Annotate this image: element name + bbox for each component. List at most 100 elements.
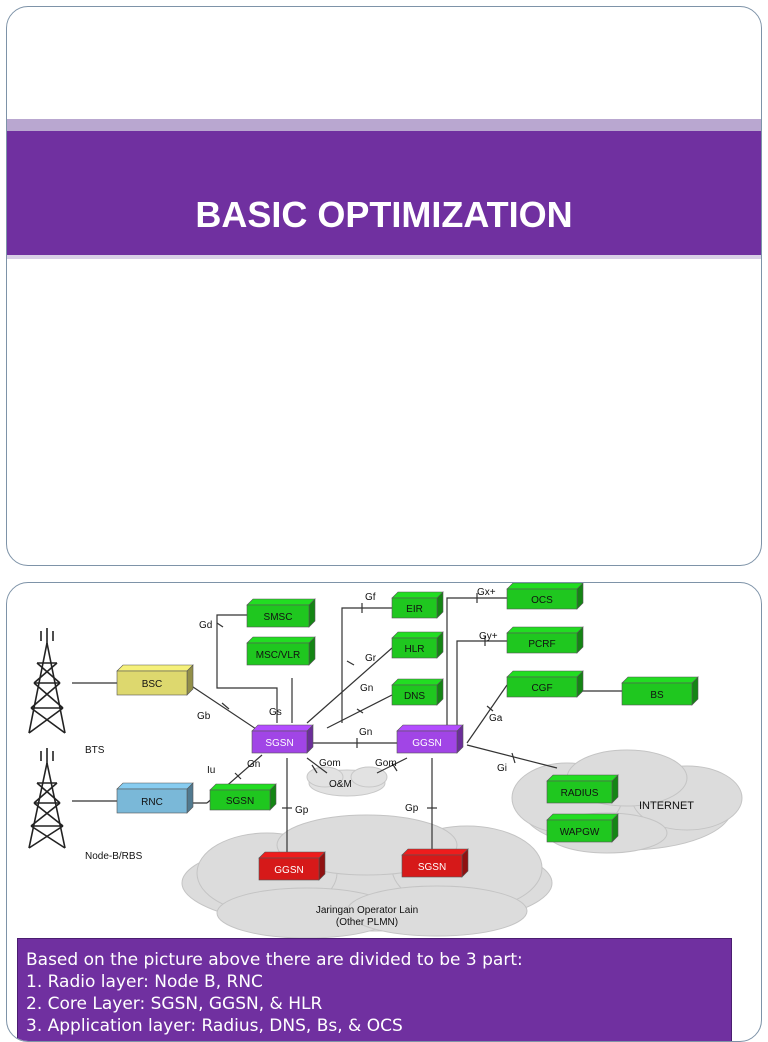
node-ggsn-red-top: [258, 851, 326, 859]
label-gom-right: Gom: [375, 758, 397, 769]
node-sgsn: SGSN: [251, 724, 314, 754]
label-gom-left: Gom: [319, 758, 341, 769]
label-operator-line1: Jaringan Operator Lain: [316, 905, 418, 916]
header-band: [7, 131, 761, 255]
node-sgsn-red-face: [401, 854, 463, 878]
node-cgf: CGF: [506, 670, 584, 698]
label-gy-plus: Gy+: [479, 631, 498, 642]
slide-diagram: SMSC MSC/VLR EIR HLR DNS OCS PCRF CGF BS BSC RNC SG…: [6, 582, 762, 1042]
node-wapgw-face: [546, 819, 613, 843]
interface-labels: Gd Gf Gs Gr Gn Gn Gn Gb Iu Gom Gom Gp Gp…: [197, 587, 507, 816]
node-bsc-label: BSC: [142, 679, 163, 690]
node-smsc-top: [246, 598, 316, 606]
node-sgsn-red-label: SGSN: [418, 862, 446, 873]
node-sgsn-red-top: [401, 848, 469, 856]
node-ggsn-top: [396, 724, 464, 732]
node-bs: BS: [621, 676, 699, 706]
node-radius: RADIUS: [546, 774, 619, 804]
node-bs-label: BS: [650, 690, 664, 701]
label-operator-line2: (Other PLMN): [336, 917, 398, 928]
node-eir-face: [391, 597, 438, 619]
node-pcrf-face: [506, 632, 578, 654]
node-ggsn-red-label: GGSN: [274, 865, 303, 876]
label-gn-core: Gn: [359, 727, 372, 738]
node-wapgw: WAPGW: [546, 813, 619, 843]
interface-ticks: [216, 593, 516, 809]
label-gp-right: Gp: [405, 803, 419, 814]
nodeb-tower-icon: [28, 748, 66, 849]
node-msc: MSC/VLR: [246, 636, 316, 666]
node-msc-face: [246, 642, 310, 666]
node-dns-face: [391, 684, 438, 706]
node-bsc: BSC: [116, 664, 194, 696]
node-bs-top: [621, 676, 699, 684]
node-sgsn2-label: SGSN: [226, 796, 254, 807]
label-gn-sgsn: Gn: [247, 759, 260, 770]
node-cgf-label: CGF: [531, 683, 552, 694]
node-bsc-face: [116, 670, 188, 696]
label-gs: Gs: [269, 707, 282, 718]
node-eir: EIR: [391, 591, 444, 619]
node-dns: DNS: [391, 678, 444, 706]
node-rnc-top: [116, 782, 194, 790]
label-gx-plus: Gx+: [477, 587, 496, 598]
node-rnc-label: RNC: [141, 797, 163, 808]
caption-line-application: 3. Application layer: Radius, DNS, Bs, &…: [26, 1016, 403, 1036]
label-internet: INTERNET: [639, 800, 694, 812]
node-rnc: RNC: [116, 782, 194, 814]
label-bts: BTS: [85, 745, 105, 756]
node-ggsn-red-face: [258, 857, 320, 881]
node-ocs-top: [506, 583, 584, 590]
network-diagram: SMSC MSC/VLR EIR HLR DNS OCS PCRF CGF BS BSC RNC SG…: [28, 583, 743, 939]
slide-title-text: BASIC OPTIMIZATION: [195, 194, 573, 235]
label-gp-left: Gp: [295, 805, 309, 816]
caption-line-intro: Based on the picture above there are div…: [26, 950, 523, 970]
caption-line-core: 2. Core Layer: SGSN, GGSN, & HLR: [26, 994, 323, 1014]
node-cgf-top: [506, 670, 584, 678]
node-radius-top: [546, 774, 619, 782]
node-radius-label: RADIUS: [561, 788, 599, 799]
node-ggsn-label: GGSN: [412, 738, 441, 749]
label-gf: Gf: [365, 592, 376, 603]
node-pcrf-top: [506, 626, 584, 634]
node-bs-face: [621, 682, 693, 706]
caption-box: Based on the picture above there are div…: [17, 938, 732, 1041]
label-ga: Ga: [489, 713, 503, 724]
node-ocs-label: OCS: [531, 595, 553, 606]
bts-tower-icon: [28, 628, 66, 734]
node-msc-label: MSC/VLR: [256, 650, 300, 661]
node-msc-top: [246, 636, 316, 644]
label-gi: Gi: [497, 763, 507, 774]
node-bsc-top: [116, 664, 194, 672]
diagram-labels: BTS Node-B/RBS O&M INTERNET Jaringan Ope…: [85, 745, 694, 928]
label-gd: Gd: [199, 620, 212, 631]
label-nodeb: Node-B/RBS: [85, 851, 143, 862]
node-dns-top: [391, 678, 444, 686]
node-pcrf-label: PCRF: [528, 639, 555, 650]
node-smsc-face: [246, 604, 310, 628]
node-eir-top: [391, 591, 444, 599]
label-gb: Gb: [197, 711, 211, 722]
node-ocs: OCS: [506, 583, 584, 610]
node-smsc: SMSC: [246, 598, 316, 628]
node-wapgw-label: WAPGW: [560, 827, 600, 838]
caption-line-radio: 1. Radio layer: Node B, RNC: [26, 972, 263, 992]
node-cgf-face: [506, 676, 578, 698]
node-sgsn-face: [251, 730, 308, 754]
node-sgsn2: SGSN: [209, 783, 277, 811]
label-iu: Iu: [207, 765, 215, 776]
header-band-bottom: [7, 255, 761, 259]
header-band-top: [7, 119, 761, 131]
node-sgsn-label: SGSN: [265, 738, 293, 749]
node-ggsn: GGSN: [396, 724, 464, 754]
node-ggsn-red: GGSN: [258, 851, 326, 881]
node-hlr-top: [391, 631, 444, 639]
node-ggsn-face: [396, 730, 458, 754]
node-rnc-face: [116, 788, 188, 814]
node-radius-face: [546, 780, 613, 804]
node-sgsn-red: SGSN: [401, 848, 469, 878]
node-hlr-label: HLR: [404, 644, 424, 655]
node-smsc-label: SMSC: [264, 612, 293, 623]
node-hlr: HLR: [391, 631, 444, 659]
node-dns-label: DNS: [404, 691, 425, 702]
